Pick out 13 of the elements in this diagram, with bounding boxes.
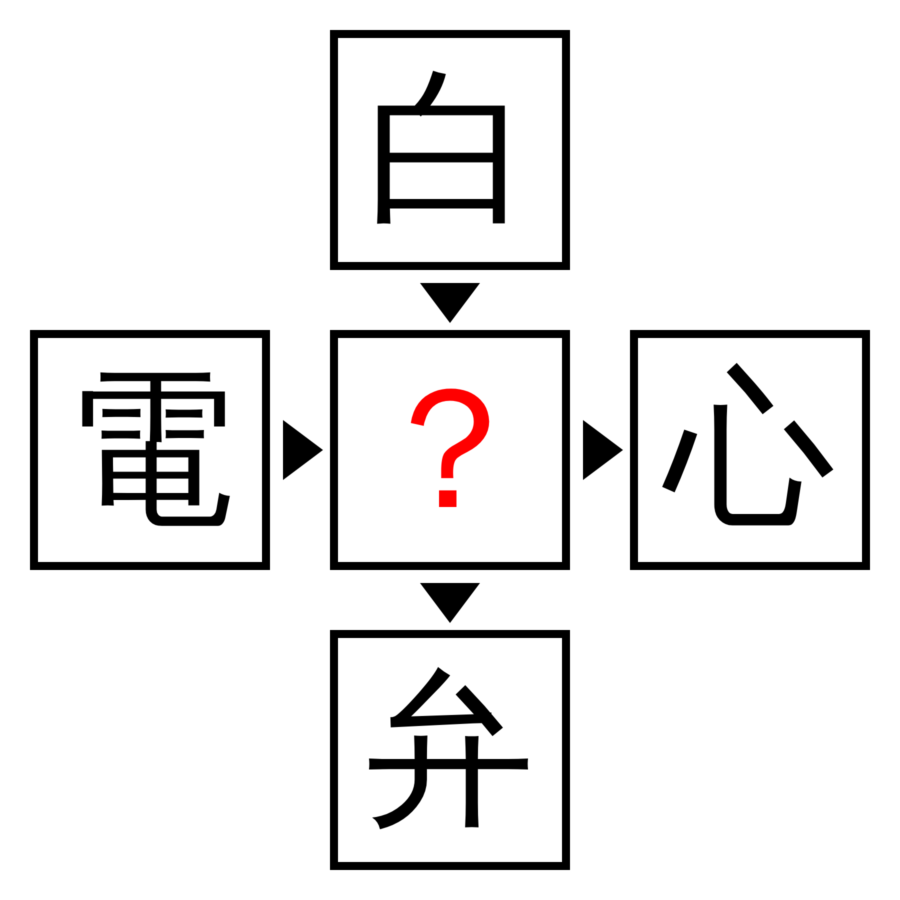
kanji-character: 電 [65,365,235,535]
character-box [630,330,870,570]
character-box [330,330,570,570]
character-box [30,330,270,570]
arrow [420,283,480,323]
character-box [330,30,570,270]
kanji-character: 白 [365,65,535,235]
character-box [330,630,570,870]
arrow [420,583,480,623]
kanji-character: 弁 [365,665,535,835]
arrow [583,420,623,480]
question-mark: ？ [365,365,535,535]
arrow [283,420,323,480]
